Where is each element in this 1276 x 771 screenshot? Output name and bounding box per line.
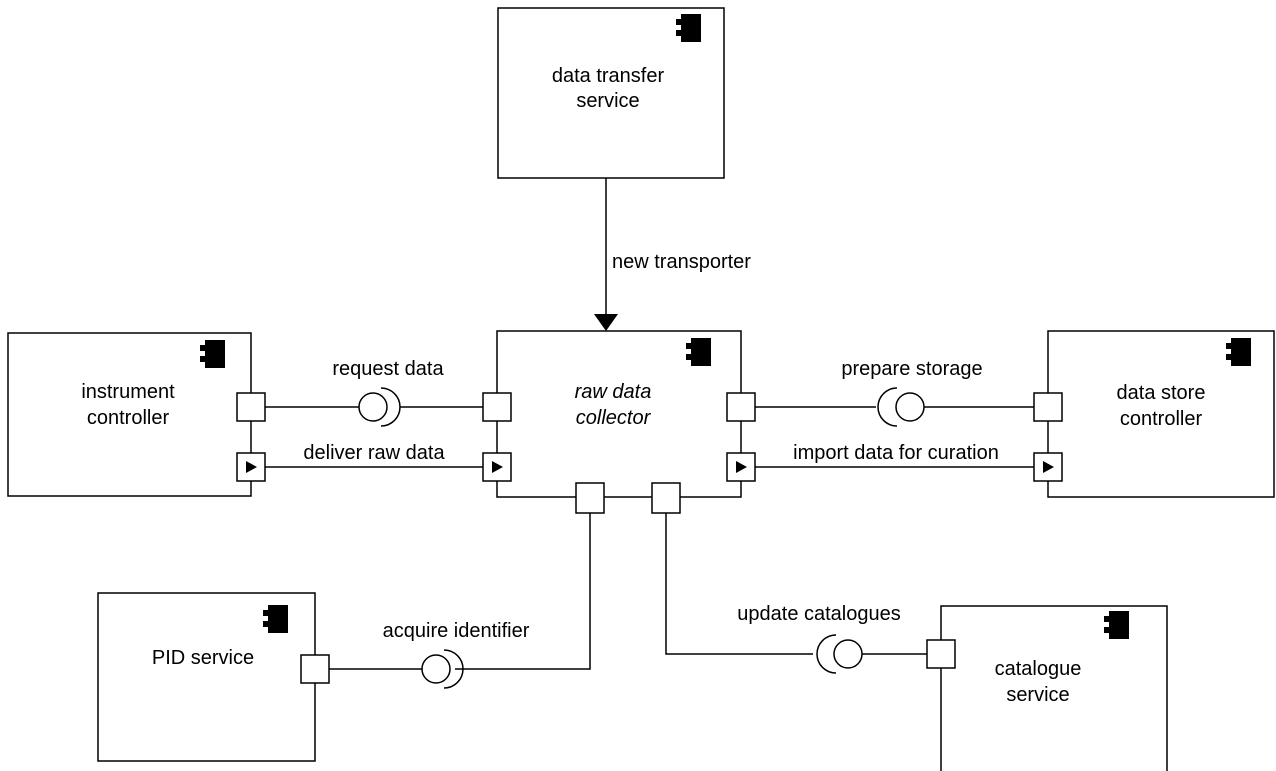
play-icon <box>1043 461 1054 473</box>
data-store-controller-label-1: data store <box>1117 382 1206 404</box>
catalogue-service-box[interactable] <box>940 605 1168 771</box>
catalogue-service-label-1: catalogue <box>995 658 1082 680</box>
raw-data-collector-label-2: collector <box>576 407 652 429</box>
acquire-identifier-socket <box>443 649 464 689</box>
prepare-storage-ball <box>895 392 925 422</box>
update-catalogues-ball <box>833 639 863 669</box>
data-store-controller-label-2: controller <box>1120 408 1203 430</box>
play-icon <box>246 461 257 473</box>
collector-identifier-port[interactable] <box>575 482 605 514</box>
data-transfer-service-label-2: service <box>576 90 639 112</box>
play-icon <box>736 461 747 473</box>
request-data-socket <box>380 387 401 427</box>
collector-prepare-port[interactable] <box>726 392 756 422</box>
data-transfer-service-label-1: data transfer <box>552 65 665 87</box>
new-transporter-arrowhead <box>594 314 618 331</box>
prepare-storage-label: prepare storage <box>841 358 982 380</box>
acquire-identifier-label: acquire identifier <box>383 620 530 642</box>
catalogue-update-port[interactable] <box>926 639 956 669</box>
update-catalogues-label: update catalogues <box>737 603 900 625</box>
raw-data-collector-label-1: raw data <box>575 381 652 403</box>
import-data-label: import data for curation <box>793 442 999 464</box>
collector-catalogue-port[interactable] <box>651 482 681 514</box>
collector-request-port[interactable] <box>482 392 512 422</box>
acquire-identifier-ball <box>421 654 451 684</box>
update-catalogues-socket <box>816 634 837 674</box>
deliver-raw-data-label: deliver raw data <box>303 442 445 464</box>
catalogue-service-label-2: service <box>1006 684 1069 706</box>
pid-service-label: PID service <box>152 647 254 669</box>
request-data-label: request data <box>332 358 444 380</box>
acquire-identifier-line-right <box>455 513 591 670</box>
play-icon <box>492 461 503 473</box>
prepare-storage-socket <box>877 387 898 427</box>
instrument-controller-label-1: instrument <box>81 381 175 403</box>
update-catalogues-line-left <box>665 513 813 655</box>
instrument-controller-label-2: controller <box>87 407 170 429</box>
request-data-ball <box>358 392 388 422</box>
new-transporter-label: new transporter <box>612 251 751 273</box>
store-prepare-port[interactable] <box>1033 392 1063 422</box>
pid-identifier-port[interactable] <box>300 654 330 684</box>
collector-import-port[interactable] <box>726 452 756 482</box>
instrument-request-port[interactable] <box>236 392 266 422</box>
